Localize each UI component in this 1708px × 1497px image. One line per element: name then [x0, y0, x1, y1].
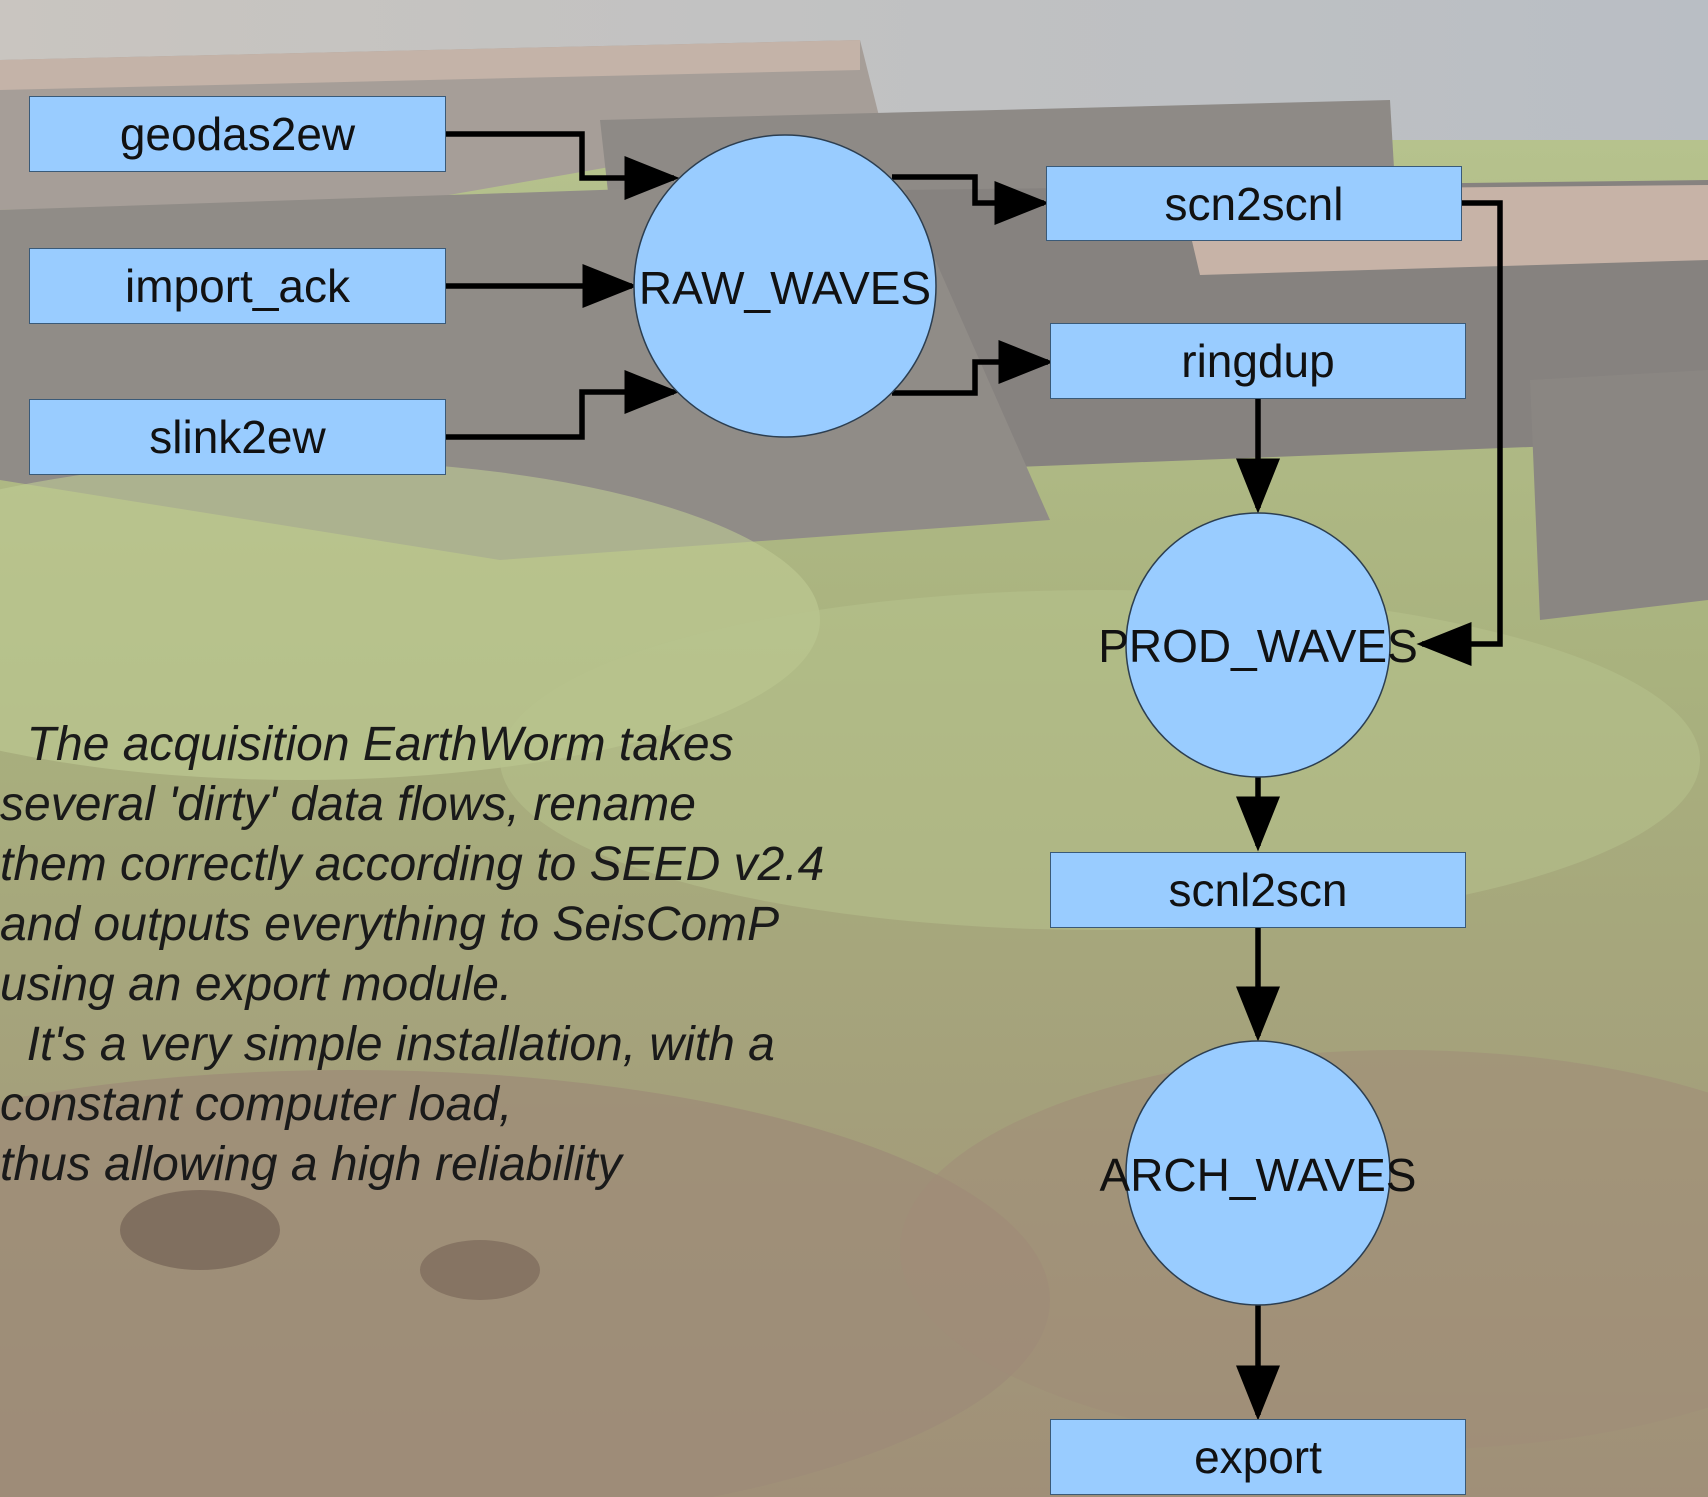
arrow-slink2ew-to-raw	[446, 370, 680, 440]
module-label: slink2ew	[149, 411, 326, 463]
arch-waves-ring	[1125, 1040, 1391, 1306]
module-label: import_ack	[125, 260, 350, 312]
raw-waves-ring	[633, 134, 937, 438]
description-line: several 'dirty' data flows, rename	[0, 778, 696, 831]
description-line: using an export module.	[0, 958, 513, 1011]
arrow-scn2scnl-to-prod	[1416, 200, 1503, 666]
description-line: It's a very simple installation, with a	[0, 1018, 775, 1071]
module-label: export	[1194, 1431, 1322, 1483]
arrow-raw-to-scn2scnl	[892, 174, 1050, 225]
module-scnl2scn: scnl2scn	[1050, 852, 1466, 928]
module-label: ringdup	[1181, 335, 1335, 387]
module-geodas2ew: geodas2ew	[29, 96, 446, 172]
module-scn2scnl: scn2scnl	[1046, 166, 1462, 241]
ring-label-arch-waves: ARCH_WAVES	[1099, 1149, 1417, 1201]
module-import-ack: import_ack	[29, 248, 446, 324]
description-line: thus allowing a high reliability	[0, 1138, 622, 1191]
module-export: export	[1050, 1419, 1466, 1495]
module-label: scnl2scn	[1168, 864, 1348, 916]
module-label: scn2scnl	[1164, 177, 1344, 230]
description-line: them correctly according to SEED v2.4	[0, 838, 825, 891]
description-line: constant computer load,	[0, 1078, 513, 1131]
arrow-raw-to-ringdup	[892, 340, 1054, 396]
description-line: and outputs everything to SeisComP	[0, 898, 780, 951]
description-line: The acquisition EarthWorm takes	[0, 718, 734, 771]
arrow-geodas2ew-to-raw	[446, 131, 680, 200]
module-slink2ew: slink2ew	[29, 399, 446, 475]
module-label: geodas2ew	[119, 108, 356, 160]
prod-waves-ring	[1125, 512, 1391, 778]
ring-label-prod-waves: PROD_WAVES	[1098, 620, 1418, 672]
ring-label-raw-waves: RAW_WAVES	[638, 262, 932, 314]
description-text: The acquisition EarthWorm takes several …	[0, 715, 960, 1195]
module-ringdup: ringdup	[1050, 323, 1466, 399]
